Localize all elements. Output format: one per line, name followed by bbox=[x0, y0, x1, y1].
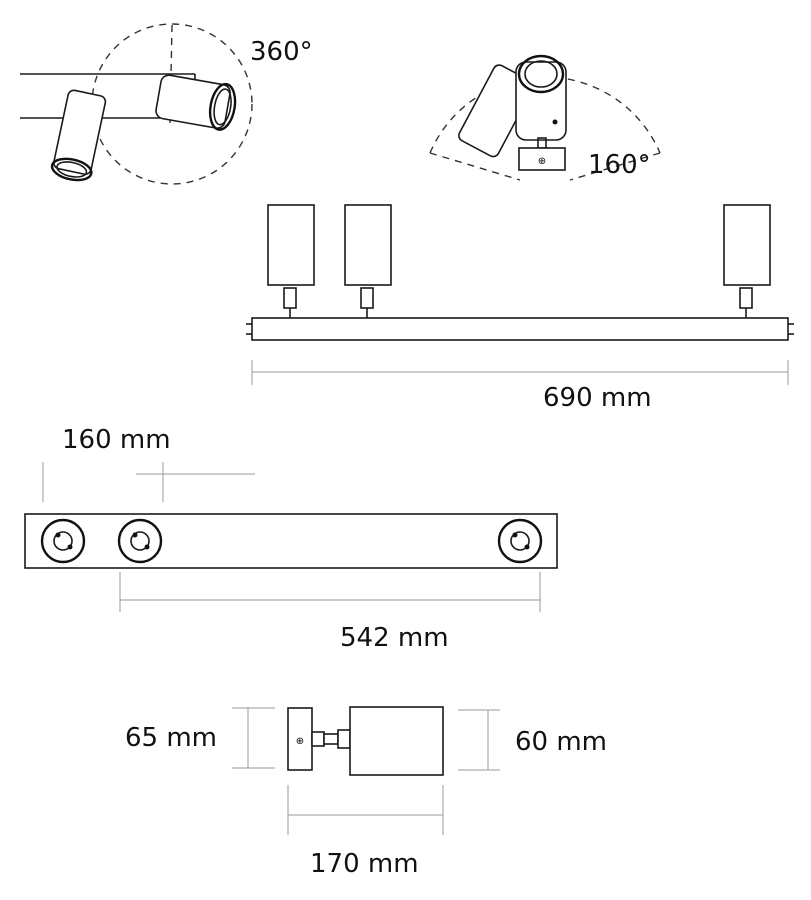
outer-spot-spacing-label: 542 mm bbox=[340, 623, 449, 653]
spotlight-3 bbox=[723, 204, 771, 318]
plan-view: 160 mm 542 mm bbox=[24, 425, 558, 653]
spot-mount-1 bbox=[40, 518, 86, 564]
mounting-bar bbox=[251, 317, 789, 341]
tilt-160-label: 160° bbox=[588, 150, 651, 180]
rotation-360-label: 360° bbox=[250, 37, 313, 67]
spot-spacing-label: 160 mm bbox=[62, 425, 171, 455]
base-height-label: 65 mm bbox=[125, 723, 217, 753]
total-length-label: 690 mm bbox=[543, 383, 652, 413]
spotlight-2 bbox=[344, 204, 392, 318]
tilt-160-illustration: ⊕ 160° bbox=[429, 54, 661, 181]
svg-text:⊕: ⊕ bbox=[538, 156, 546, 167]
svg-text:⊕: ⊕ bbox=[296, 736, 304, 747]
spotlight-1 bbox=[267, 204, 315, 318]
projection-label: 170 mm bbox=[310, 849, 419, 879]
spotlight-head-horizontal bbox=[155, 74, 237, 131]
rotation-360-illustration: 360° bbox=[20, 23, 313, 185]
spot-mount-2 bbox=[117, 518, 163, 564]
spot-mount-3 bbox=[497, 518, 543, 564]
spotlight-head-down bbox=[50, 89, 107, 182]
head-height-label: 60 mm bbox=[515, 727, 607, 757]
front-elevation: 690 mm bbox=[246, 204, 794, 413]
side-view: 65 mm ⊕ 60 mm 170 mm bbox=[125, 706, 607, 879]
